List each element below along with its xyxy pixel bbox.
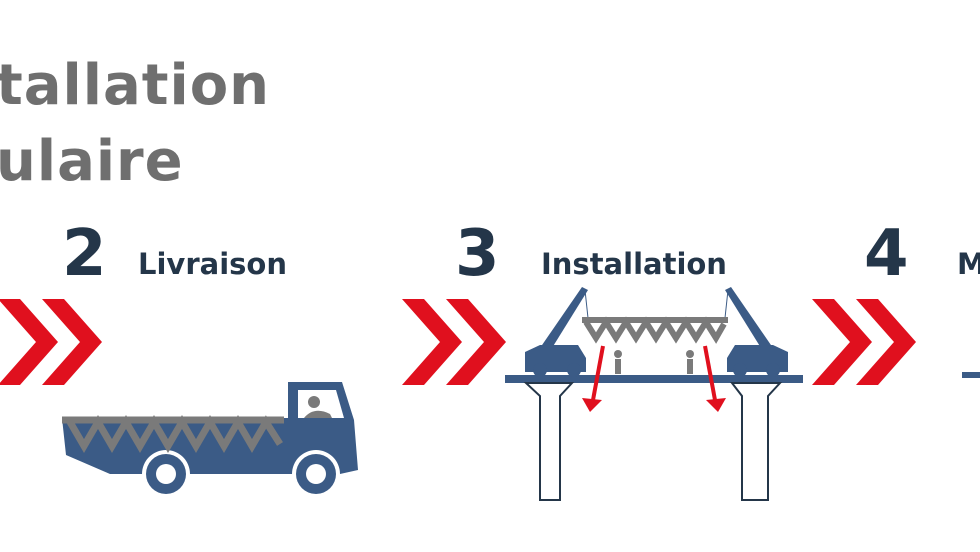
bridge-installation-icon [505, 287, 803, 501]
step-4-label: M [957, 247, 980, 281]
title-line-1: tallation [0, 53, 271, 118]
step-4-number: 4 [864, 217, 909, 291]
step-4-deck-fragment [962, 372, 980, 378]
step-3-number: 3 [455, 217, 500, 291]
chevron-arrow-icon [812, 299, 916, 385]
chevron-arrow-icon [402, 299, 506, 385]
step-3-label: Installation [541, 247, 727, 281]
title-line-2: ulaire [0, 129, 184, 194]
step-2-number: 2 [62, 217, 107, 291]
delivery-truck-icon [62, 382, 358, 494]
chevron-arrow-icon [0, 299, 102, 385]
step-2-label: Livraison [138, 247, 287, 281]
